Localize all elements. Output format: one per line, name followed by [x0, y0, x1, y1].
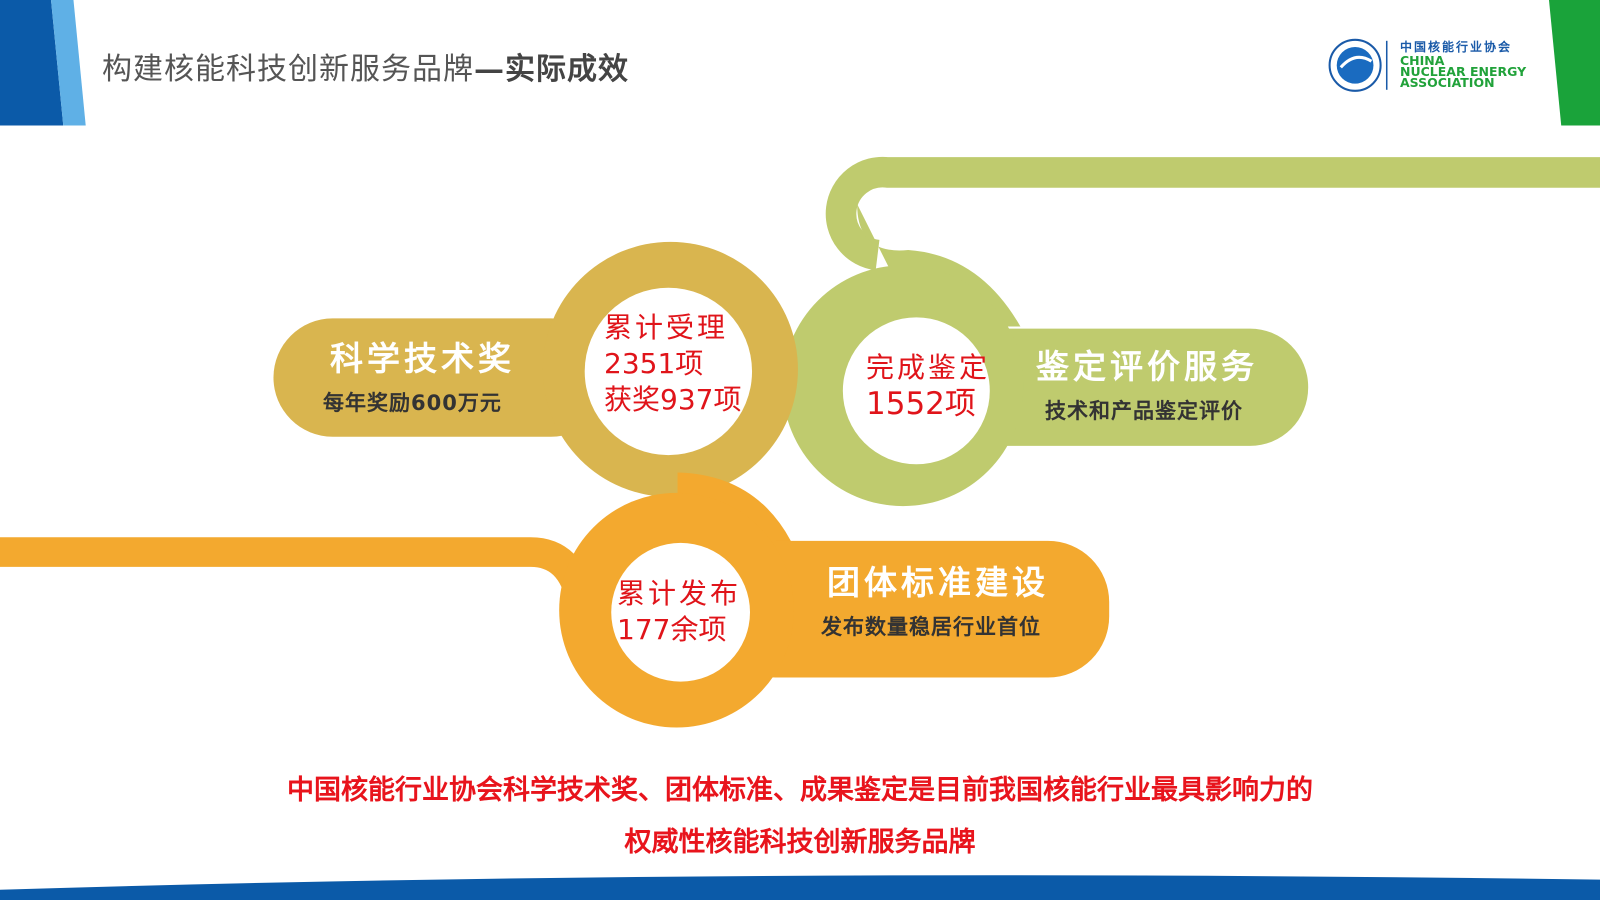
award-heading: 科学技术奖	[330, 339, 515, 378]
gold-pill	[273, 318, 611, 437]
header-blue-bar	[0, 0, 64, 126]
header-green-bar	[1548, 0, 1600, 126]
header-lightblue-bar	[51, 0, 86, 126]
appraisal-subtitle: 技术和产品鉴定评价	[1045, 399, 1243, 423]
orange-pill	[714, 540, 1110, 678]
summary-line-1: 中国核能行业协会科学技术奖、团体标准、成果鉴定是目前我国核能行业最具影响力的	[287, 775, 1313, 806]
standards-subtitle: 发布数量稳居行业首位	[821, 615, 1041, 639]
summary-line-2: 权威性核能科技创新服务品牌	[624, 827, 976, 858]
award-subtitle: 每年奖励600万元	[323, 391, 502, 415]
footer-wave	[0, 875, 1600, 900]
page-title: 构建核能科技创新服务品牌—实际成效	[102, 52, 629, 87]
green-track	[825, 156, 1600, 271]
logo-emblem	[1328, 38, 1388, 92]
standards-heading: 团体标准建设	[827, 563, 1049, 602]
orange-track	[0, 537, 597, 606]
logo-name-cn: 中国核能行业协会	[1400, 40, 1513, 54]
appraisal-heading: 鉴定评价服务	[1036, 347, 1258, 386]
